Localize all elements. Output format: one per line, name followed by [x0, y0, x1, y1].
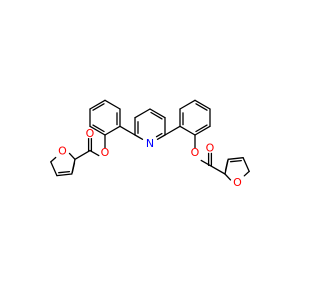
bonds	[50, 99, 250, 181]
bond-left-o-carbonyl	[89, 149, 100, 157]
right-carbonyl-oxygen-label: O	[206, 142, 215, 155]
bond-left-carbonyl-furan	[74, 149, 91, 160]
left-carbonyl-oxygen-label: O	[86, 127, 95, 140]
pyridine-nitrogen-label: N	[146, 137, 154, 150]
bond-pyridine-right-phenyl	[164, 125, 181, 136]
bond-right-carbonyl-furan	[209, 164, 226, 175]
left-phenyl-ring	[89, 99, 121, 136]
left-ester-oxygen-label: O	[101, 146, 110, 159]
right-furan-ring	[224, 157, 250, 181]
right-ester-oxygen-label: O	[191, 146, 200, 159]
left-furan-ring	[50, 152, 76, 177]
pyridine-ring	[134, 108, 166, 140]
structure-canvas: N O O O O O O	[50, 99, 250, 189]
bond-pyridine-left-phenyl	[119, 125, 136, 136]
left-furan-oxygen-label: O	[58, 145, 67, 158]
molecule-structure: N O O O O O O	[50, 99, 250, 189]
atom-labels: N O O O O O O	[58, 127, 242, 189]
right-phenyl-ring	[179, 99, 211, 136]
right-furan-oxygen-label: O	[233, 176, 242, 189]
